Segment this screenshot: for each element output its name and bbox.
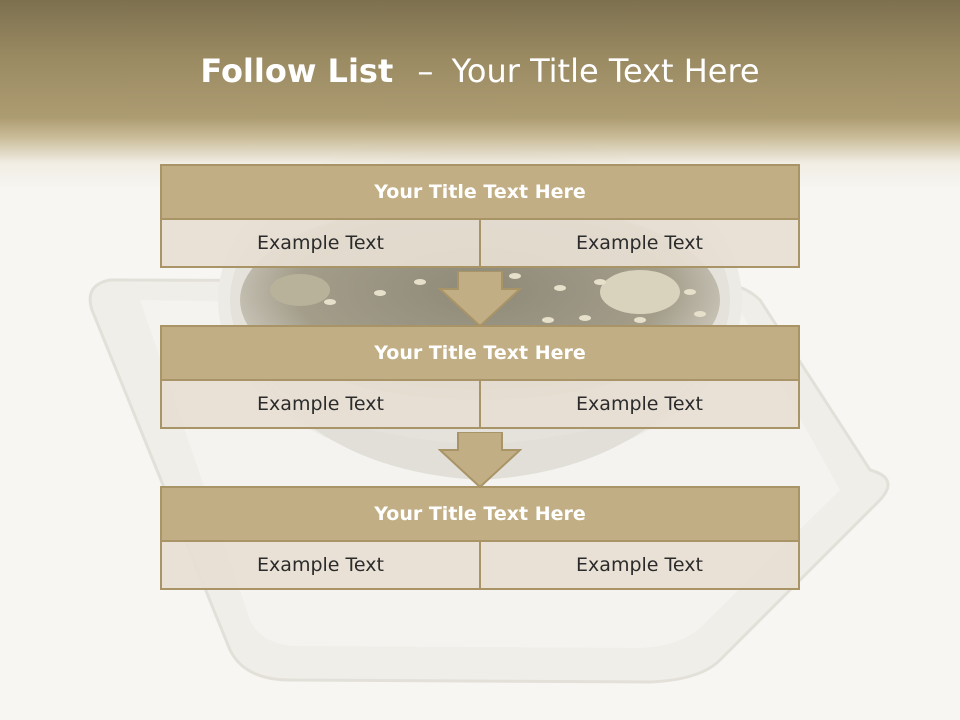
step-row-3: Example Text Example Text	[160, 540, 800, 590]
step-2-cell-left: Example Text	[160, 379, 481, 429]
down-arrow-icon	[438, 432, 522, 488]
step-1-cell-left: Example Text	[160, 218, 481, 268]
header-band	[0, 0, 960, 190]
step-row-1: Example Text Example Text	[160, 218, 800, 268]
slide-title-bold: Follow List	[200, 52, 394, 90]
step-title-3: Your Title Text Here	[160, 486, 800, 542]
step-title-2: Your Title Text Here	[160, 325, 800, 381]
step-3-cell-right: Example Text	[479, 540, 800, 590]
slide-title-rest: Your Title Text Here	[451, 52, 760, 90]
slide-title: Follow List – Your Title Text Here	[0, 52, 960, 90]
step-title-1: Your Title Text Here	[160, 164, 800, 220]
step-block-3: Your Title Text Here Example Text Exampl…	[160, 486, 800, 590]
slide-title-separator: –	[417, 52, 434, 90]
step-block-1: Your Title Text Here Example Text Exampl…	[160, 164, 800, 268]
step-2-cell-right: Example Text	[479, 379, 800, 429]
step-row-2: Example Text Example Text	[160, 379, 800, 429]
down-arrow-icon	[438, 271, 522, 327]
step-block-2: Your Title Text Here Example Text Exampl…	[160, 325, 800, 429]
step-1-cell-right: Example Text	[479, 218, 800, 268]
step-3-cell-left: Example Text	[160, 540, 481, 590]
